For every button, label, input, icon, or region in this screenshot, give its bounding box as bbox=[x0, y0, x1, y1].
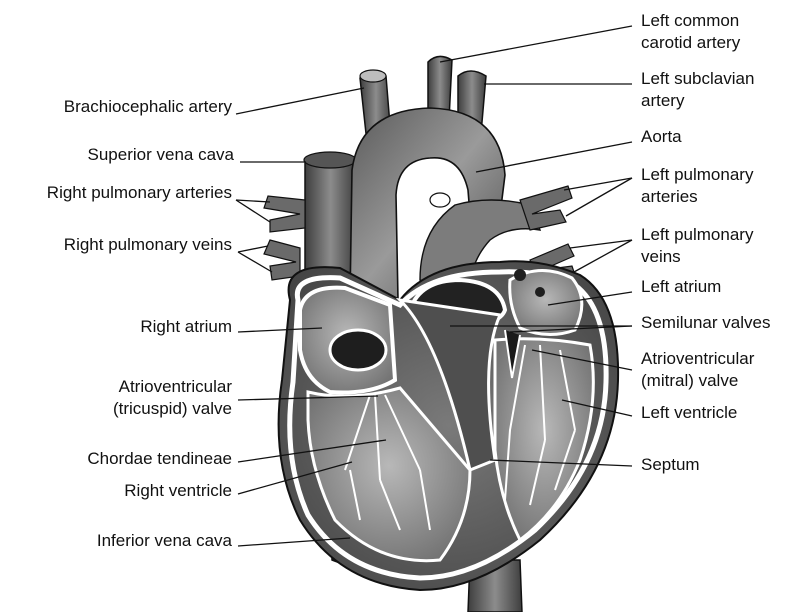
label-left-pulmonary-arteries-line2: arteries bbox=[641, 187, 698, 206]
label-left-pulmonary-arteries: Left pulmonary bbox=[641, 165, 754, 184]
label-left-common-carotid: Left common bbox=[641, 11, 739, 30]
label-left-atrium: Left atrium bbox=[641, 277, 721, 296]
label-brachiocephalic: Brachiocephalic artery bbox=[64, 97, 233, 116]
label-right-pulmonary-veins: Right pulmonary veins bbox=[64, 235, 232, 254]
label-left-subclavian: Left subclavian bbox=[641, 69, 754, 88]
label-semilunar-valves: Semilunar valves bbox=[641, 313, 770, 332]
label-left-ventricle: Left ventricle bbox=[641, 403, 737, 422]
label-left-common-carotid-line2: carotid artery bbox=[641, 33, 741, 52]
label-left-subclavian-line2: artery bbox=[641, 91, 685, 110]
label-left-pulmonary-veins: Left pulmonary bbox=[641, 225, 754, 244]
label-av-tricuspid: Atrioventricular bbox=[119, 377, 233, 396]
label-aorta: Aorta bbox=[641, 127, 682, 146]
label-right-ventricle: Right ventricle bbox=[124, 481, 232, 500]
label-av-tricuspid-line2: (tricuspid) valve bbox=[113, 399, 232, 418]
label-chordae-tendineae: Chordae tendineae bbox=[87, 449, 232, 468]
label-right-atrium: Right atrium bbox=[140, 317, 232, 336]
label-left-pulmonary-veins-line2: veins bbox=[641, 247, 681, 266]
label-av-mitral: Atrioventricular bbox=[641, 349, 755, 368]
right-pulmonary-artery-branches bbox=[264, 196, 305, 232]
left-pulmonary-artery-branches bbox=[520, 186, 572, 230]
label-septum: Septum bbox=[641, 455, 700, 474]
label-superior-vena-cava: Superior vena cava bbox=[88, 145, 235, 164]
label-av-mitral-line2: (mitral) valve bbox=[641, 371, 738, 390]
label-inferior-vena-cava: Inferior vena cava bbox=[97, 531, 233, 550]
label-right-pulmonary-arteries: Right pulmonary arteries bbox=[47, 183, 232, 202]
heart-illustration bbox=[264, 56, 618, 612]
